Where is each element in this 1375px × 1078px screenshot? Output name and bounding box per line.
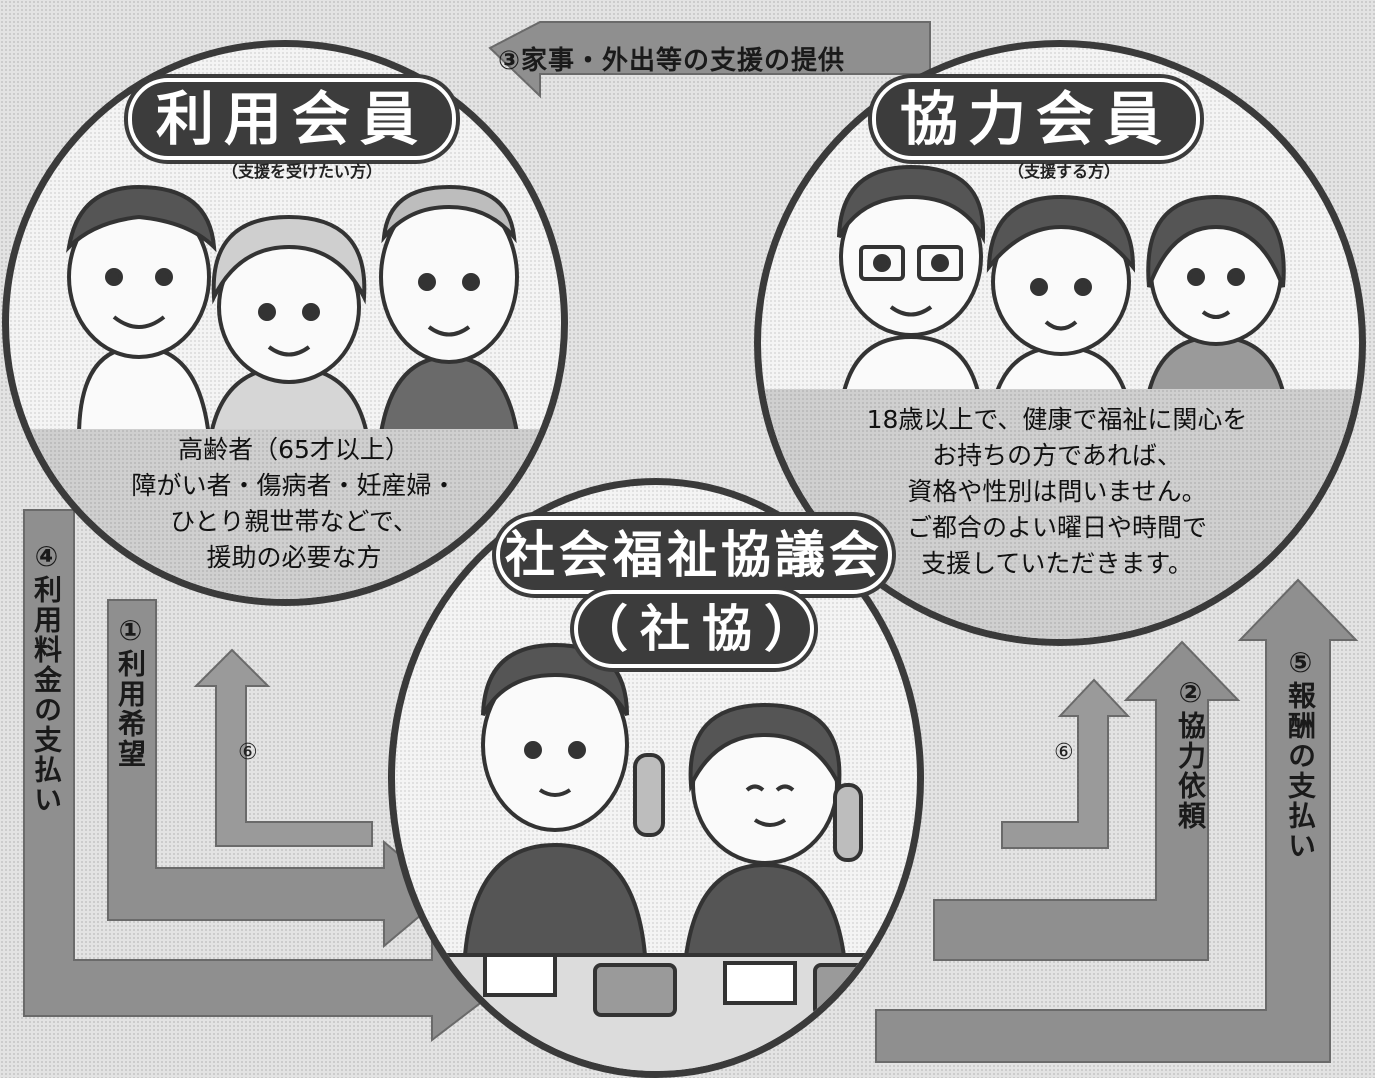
helper-desc-line: ご都合のよい曜日や時間で bbox=[906, 513, 1207, 542]
flow-label-step4: ④利用料金の支払い bbox=[30, 540, 63, 815]
helper-desc-line: 18歳以上で、健康で福祉に関心を bbox=[866, 405, 1248, 434]
volunteers-illustration bbox=[837, 164, 1289, 419]
arrow-step3 bbox=[488, 21, 931, 99]
helper-member-subtitle: （支援する方） bbox=[1008, 162, 1121, 181]
user-desc-line: 高齢者（65才以上） bbox=[178, 435, 410, 464]
elderly-people-illustration bbox=[65, 184, 522, 449]
user-desc-line: 援助の必要な方 bbox=[206, 543, 382, 572]
arrow-step6-right bbox=[1001, 678, 1131, 849]
flow-label-step6-right: ⑥ bbox=[1054, 740, 1074, 765]
user-member-subtitle: （支援を受けたい方） bbox=[222, 162, 383, 181]
helper-member-description: 18歳以上で、健康で福祉に関心を お持ちの方であれば、 資格や性別は問いません。… bbox=[842, 402, 1272, 582]
helper-desc-line: お持ちの方であれば、 bbox=[932, 441, 1182, 470]
helper-desc-line: 資格や性別は問いません。 bbox=[907, 477, 1207, 506]
user-member-title: 利用会員 bbox=[128, 78, 456, 160]
council-title: 社会福祉協議会 bbox=[496, 516, 892, 594]
user-desc-line: 障がい者・傷病者・妊産婦・ bbox=[131, 471, 457, 500]
flow-label-step2: ②協力依頼 bbox=[1174, 676, 1207, 831]
flow-label-step1: ①利用希望 bbox=[114, 614, 147, 769]
flow-label-step5: ⑤報酬の支払い bbox=[1284, 646, 1317, 861]
council-abbreviation: （社協） bbox=[574, 590, 814, 668]
helper-member-title: 協力会員 bbox=[872, 78, 1200, 160]
arrow-step2 bbox=[933, 640, 1241, 961]
flow-label-step3: ③家事・外出等の支援の提供 bbox=[498, 46, 846, 76]
council-staff-illustration bbox=[395, 642, 917, 1071]
helper-desc-line: 支援していただきます。 bbox=[921, 549, 1193, 578]
council-circle bbox=[388, 478, 924, 1078]
user-desc-line: ひとり親世帯などで、 bbox=[170, 507, 418, 536]
flow-label-step6-left: ⑥ bbox=[238, 740, 258, 765]
user-member-description: 高齢者（65才以上） 障がい者・傷病者・妊産婦・ ひとり親世帯などで、 援助の必… bbox=[104, 432, 484, 576]
arrow-step6-left bbox=[193, 648, 373, 847]
